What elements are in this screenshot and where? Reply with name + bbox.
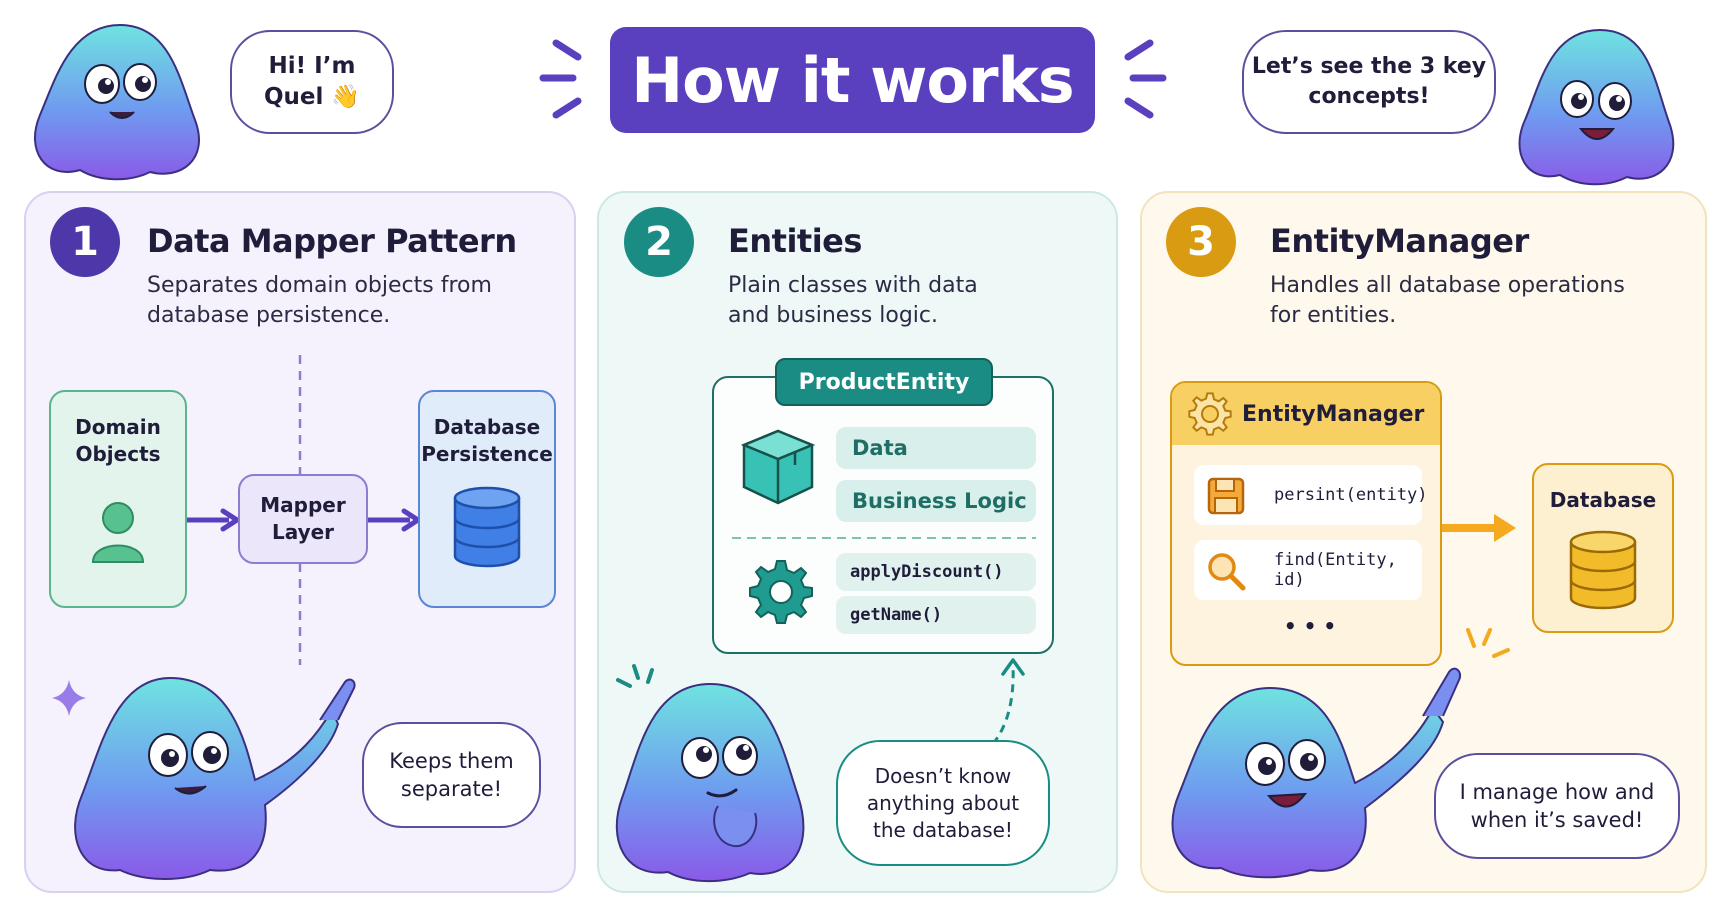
entity-item-data: Data bbox=[836, 427, 1036, 469]
domain-objects-box: Domain Objects bbox=[49, 390, 187, 608]
arrow-to-database bbox=[368, 508, 421, 532]
panel-1-desc-line-2: database persistence. bbox=[147, 303, 391, 328]
thinking-marks-icon bbox=[616, 664, 654, 688]
panel-3-title: EntityManager bbox=[1270, 222, 1529, 260]
database-box: Database bbox=[1532, 463, 1674, 633]
mascot-top-right bbox=[1518, 28, 1675, 186]
mascot-pointing-panel-1 bbox=[74, 676, 356, 880]
domain-objects-line-1: Domain bbox=[75, 415, 161, 439]
search-icon bbox=[1208, 553, 1246, 591]
title-sparks-right bbox=[1124, 39, 1167, 119]
panel-2-bubble-line-1: Doesn’t know bbox=[874, 763, 1012, 788]
domain-objects-line-2: Objects bbox=[75, 442, 161, 466]
save-icon bbox=[1207, 477, 1245, 515]
method-find-label: find(Entity, id) bbox=[1274, 550, 1397, 590]
method-apply-discount: applyDiscount() bbox=[836, 553, 1036, 591]
method-get-name: getName() bbox=[836, 596, 1036, 634]
entity-item-business-logic: Business Logic bbox=[836, 480, 1036, 522]
panel-1-bubble-line-2: separate! bbox=[400, 777, 503, 801]
panel-2-desc-line-1: Plain classes with data bbox=[728, 273, 978, 298]
panel-2-bubble-line-3: the database! bbox=[873, 817, 1013, 842]
panel-1-desc-line-1: Separates domain objects from bbox=[147, 273, 492, 298]
entity-manager-name: EntityManager bbox=[1242, 401, 1425, 427]
arrow-to-mapper bbox=[187, 508, 240, 532]
panel-1-title: Data Mapper Pattern bbox=[147, 222, 517, 260]
title-sparks-left bbox=[539, 39, 582, 119]
gear-icon bbox=[749, 560, 813, 624]
panel-2-desc-line-2: and business logic. bbox=[728, 303, 938, 328]
arrow-to-database-yellow bbox=[1442, 514, 1516, 542]
step-number-3: 3 bbox=[1166, 207, 1236, 277]
panel-1-description: Separates domain objects from database p… bbox=[147, 271, 547, 331]
entity-manager-header: EntityManager bbox=[1172, 383, 1440, 445]
database-persistence-box: Database Persistence bbox=[418, 390, 556, 608]
intro-line-2: concepts! bbox=[1308, 84, 1430, 109]
more-methods-ellipsis: • • • bbox=[1283, 614, 1337, 638]
mapper-layer-line-1: Mapper bbox=[260, 493, 346, 517]
database-persistence-line-2: Persistence bbox=[421, 442, 553, 466]
greeting-line-1: Hi! I’m bbox=[268, 52, 356, 79]
panel-3-desc-line-2: for entities. bbox=[1270, 303, 1397, 328]
panel-3-desc-line-1: Handles all database operations bbox=[1270, 273, 1625, 298]
panel-3-bubble-line-2: when it’s saved! bbox=[1470, 808, 1644, 832]
panel-3-bubble: I manage how and when it’s saved! bbox=[1434, 753, 1680, 859]
mascot-thinking-panel-2 bbox=[615, 682, 805, 883]
entity-divider bbox=[732, 537, 1036, 539]
panel-2-description: Plain classes with data and business log… bbox=[728, 271, 1128, 331]
panel-3-description: Handles all database operations for enti… bbox=[1270, 271, 1670, 331]
user-icon bbox=[91, 502, 145, 563]
panel-2-title: Entities bbox=[728, 222, 862, 260]
product-entity-header: ProductEntity bbox=[775, 358, 993, 406]
mapper-layer-box: Mapper Layer bbox=[238, 474, 368, 564]
mapper-layer-line-2: Layer bbox=[271, 520, 335, 544]
dashed-arrow-up bbox=[991, 658, 1025, 745]
intro-bubble: Let’s see the 3 key concepts! bbox=[1242, 30, 1496, 134]
greeting-line-2: Quel 👋 bbox=[263, 84, 361, 110]
sparkle-icon bbox=[52, 680, 86, 716]
database-label: Database bbox=[1549, 488, 1657, 512]
database-persistence-line-1: Database bbox=[433, 415, 541, 439]
mascot-pointing-panel-3 bbox=[1171, 667, 1461, 879]
box-icon bbox=[740, 429, 816, 505]
panel-1-bubble-line-1: Keeps them bbox=[389, 748, 514, 773]
gear-icon bbox=[1188, 392, 1232, 436]
step-number-1: 1 bbox=[50, 207, 120, 277]
mapper-divider-line bbox=[298, 355, 302, 665]
panel-2-bubble-line-2: anything about bbox=[866, 790, 1020, 815]
step-number-2: 2 bbox=[624, 207, 694, 277]
intro-line-1: Let’s see the 3 key bbox=[1251, 54, 1487, 80]
page-title: How it works bbox=[610, 27, 1095, 133]
panel-1-bubble: Keeps them separate! bbox=[362, 722, 541, 828]
method-persist-label: persint(entity) bbox=[1274, 485, 1428, 505]
panel-3-bubble-line-1: I manage how and bbox=[1459, 779, 1655, 804]
database-icon bbox=[1569, 530, 1637, 610]
database-icon bbox=[453, 486, 521, 568]
excitement-marks-icon bbox=[1466, 628, 1510, 658]
mascot-top-left bbox=[34, 23, 200, 181]
